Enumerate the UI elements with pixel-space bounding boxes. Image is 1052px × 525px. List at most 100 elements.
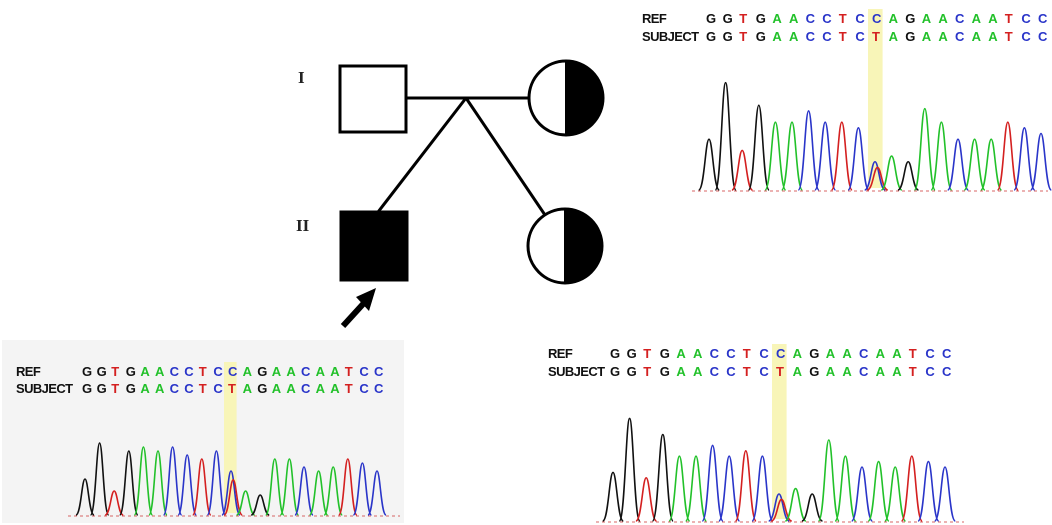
subject-base: C [806, 29, 816, 44]
chromatogram-peak [264, 458, 285, 516]
descent-line-daughter [464, 97, 547, 216]
chromatogram-peak [337, 458, 358, 516]
chromatogram-peak [784, 487, 807, 522]
ref-base: A [140, 364, 150, 379]
subject-base: A [243, 381, 253, 396]
subject-base: G [627, 364, 637, 379]
ref-base: G [82, 364, 92, 379]
chromatogram-peak [963, 138, 986, 191]
subject-base: C [184, 381, 194, 396]
subject-base: G [610, 364, 620, 379]
ref-label: REF [548, 346, 573, 361]
chromatogram-peak [867, 460, 890, 522]
ref-base: T [199, 364, 207, 379]
subject-base: C [1038, 29, 1048, 44]
chromatogram-peak [191, 458, 212, 516]
chromatogram-peak [980, 138, 1003, 191]
chromatogram-peak [697, 138, 721, 191]
ref-base: C [759, 346, 769, 361]
chromatogram-peak [850, 466, 874, 522]
chromatogram-peak [133, 446, 154, 516]
subject-base: A [789, 29, 799, 44]
ref-base: A [676, 346, 686, 361]
chromatogram-peak [89, 442, 110, 516]
subject-base: A [826, 364, 836, 379]
ref-base: C [374, 364, 384, 379]
ref-base: C [855, 11, 865, 26]
subject-base: A [938, 29, 948, 44]
individual-ii2-female-carrier [526, 207, 604, 285]
chromatogram-peak [897, 160, 919, 191]
ref-base: G [905, 11, 915, 26]
subject-base: A [842, 364, 852, 379]
individual-i2-female-carrier [527, 59, 605, 137]
subject-base: A [330, 381, 340, 396]
chromatogram-peak [731, 149, 754, 191]
subject-base: A [140, 381, 150, 396]
ref-base: G [723, 11, 733, 26]
subject-base: C [213, 381, 223, 396]
ref-base: C [806, 11, 816, 26]
subject-base: T [839, 29, 847, 44]
chromatogram-peak [684, 455, 708, 522]
ref-base: A [772, 11, 782, 26]
ref-base: G [126, 364, 136, 379]
subject-base: C [170, 381, 180, 396]
chromatogram-peak-variant [223, 478, 244, 516]
chromatogram-peak [104, 490, 124, 516]
subject-base: C [726, 364, 736, 379]
ref-base: T [345, 364, 353, 379]
subject-base: G [257, 381, 267, 396]
subject-base: C [710, 364, 720, 379]
ref-base: A [272, 364, 282, 379]
chromatogram-peak [917, 460, 940, 522]
generation-label-i: I [298, 68, 305, 87]
ref-base: G [610, 346, 620, 361]
subject-base: A [922, 29, 932, 44]
chromatogram-peak [864, 160, 886, 191]
proband-arrow [340, 288, 376, 329]
chromatogram-peak [162, 446, 183, 516]
chromatogram-peak [913, 107, 936, 191]
chromatogram-peak [177, 454, 198, 516]
ref-base: T [839, 11, 847, 26]
ref-base: G [706, 11, 716, 26]
descent-line-son [376, 97, 468, 213]
ref-base: A [889, 11, 899, 26]
ref-base: G [809, 346, 819, 361]
chromatogram-peak [308, 470, 329, 516]
ref-base: G [756, 11, 766, 26]
subject-base: T [111, 381, 119, 396]
subject-base: T [643, 364, 651, 379]
chromatogram-peak [294, 466, 314, 516]
chromatogram-peak [751, 455, 774, 522]
ref-base: A [972, 11, 982, 26]
variant-highlight [224, 362, 237, 513]
chromatogram-peak [279, 458, 300, 516]
chromatogram-peak [880, 155, 903, 191]
subject-base: A [272, 381, 282, 396]
generation-label-ii: II [296, 216, 310, 235]
chromatogram-peak [668, 455, 691, 522]
subject-base: T [776, 364, 784, 379]
subject-base: T [345, 381, 353, 396]
chromatogram-peak [747, 104, 770, 191]
chromatogram-peak [701, 444, 724, 522]
subject-base: C [359, 381, 369, 396]
chromatogram-peak [768, 493, 790, 522]
ref-base: C [228, 364, 238, 379]
ref-base: A [789, 11, 799, 26]
chromatogram-peak [718, 455, 741, 522]
chromatogram-peak [884, 466, 907, 522]
subject-base: T [199, 381, 207, 396]
chromatogram-peak [618, 417, 641, 522]
subject-base: T [909, 364, 917, 379]
chromatogram-peak [814, 121, 837, 191]
ref-base: A [876, 346, 886, 361]
ref-base: C [710, 346, 720, 361]
subject-base: A [892, 364, 902, 379]
ref-base: A [286, 364, 296, 379]
